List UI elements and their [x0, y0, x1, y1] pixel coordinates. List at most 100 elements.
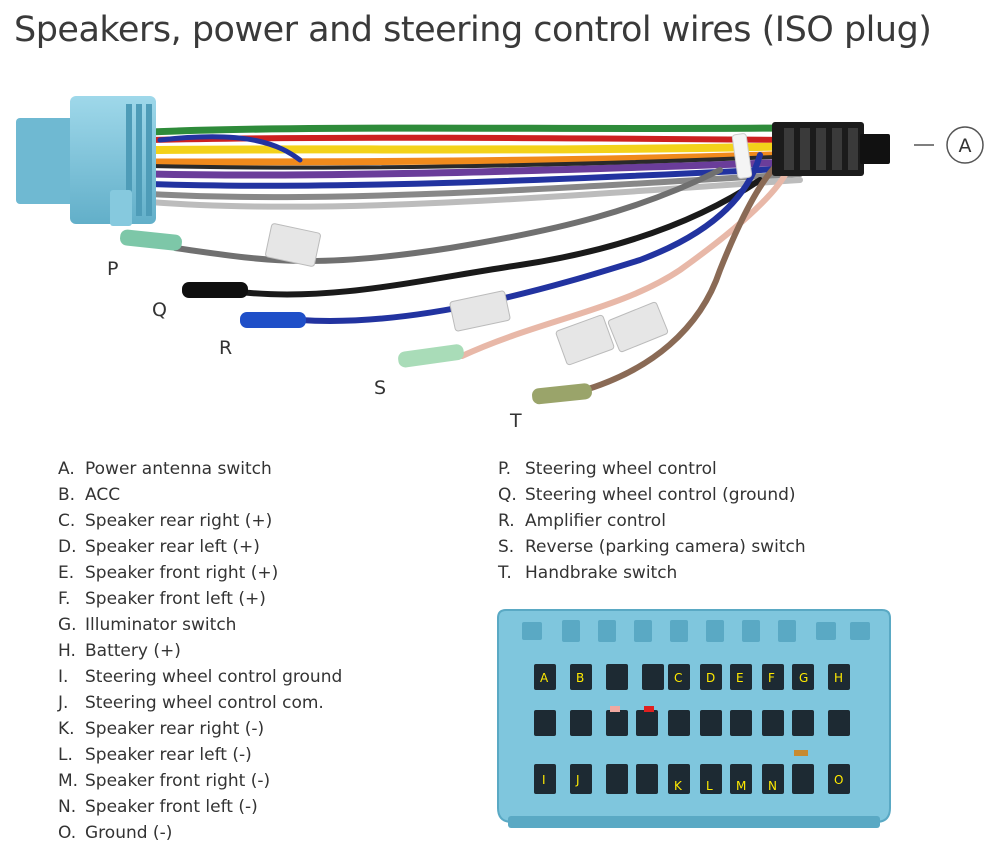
wire-end-s — [398, 344, 464, 368]
pin-label-g: G — [799, 671, 808, 685]
wire-end-t — [532, 383, 592, 405]
legend-key: I. — [58, 667, 69, 687]
legend-text: Speaker front right (-) — [85, 771, 271, 791]
legend-text: Ground (-) — [85, 823, 173, 843]
pin-label-e: E — [736, 671, 744, 685]
legend-key: M. — [58, 771, 79, 791]
legend-item: D. Speaker rear left (+) — [58, 534, 342, 560]
legend-key: H. — [58, 641, 76, 661]
pin-label-c: C — [674, 671, 682, 685]
pin-label-m: M — [736, 779, 746, 793]
legend-left: A. Power antenna switch B. ACC C. Speaker r… — [58, 456, 342, 846]
legend-item: P. Steering wheel control — [498, 456, 806, 482]
legend-item: Q.Steering wheel control (ground) — [498, 482, 806, 508]
legend-item: R.Amplifier control — [498, 508, 806, 534]
legend-text: Speaker front right (+) — [85, 563, 279, 583]
legend-key: L. — [58, 745, 73, 765]
legend-item: K. Speaker rear right (-) — [58, 716, 342, 742]
legend-item: T. Handbrake switch — [498, 560, 806, 586]
pin-insert-orange — [794, 750, 808, 756]
legend-text: Speaker rear right (+) — [85, 511, 273, 531]
page-title: Speakers, power and steering control wir… — [14, 10, 932, 50]
wire-s — [459, 157, 793, 359]
wire-tags — [265, 133, 753, 366]
legend-item: J. Steering wheel control com. — [58, 690, 342, 716]
pin-label-i: I — [542, 773, 546, 787]
legend-text: ACC — [85, 485, 121, 505]
legend-key: J. — [58, 693, 69, 713]
legend-text: Illuminator switch — [85, 615, 237, 635]
callout-a: A — [914, 126, 984, 164]
wire-bundle — [146, 124, 804, 210]
callout-s-label: S — [374, 377, 386, 399]
legend-key: K. — [58, 719, 75, 739]
left-blue-plug — [16, 96, 156, 226]
callout-p-label: P — [107, 258, 118, 280]
callout-r-label: R — [219, 337, 232, 359]
pin-label-o: O — [834, 773, 843, 787]
legend-item: F. Speaker front left (+) — [58, 586, 342, 612]
legend-key: B. — [58, 485, 76, 505]
pin-label-a: A — [540, 671, 549, 685]
pin-insert-pink — [610, 706, 620, 712]
legend-key: P. — [498, 459, 512, 479]
callout-q-label: Q — [152, 299, 167, 321]
legend-text: Speaker rear left (-) — [85, 745, 252, 765]
pin-label-n: N — [768, 779, 777, 793]
legend-key: E. — [58, 563, 75, 583]
legend-key: O. — [58, 823, 77, 843]
legend-item: N.Speaker front left (-) — [58, 794, 342, 820]
legend-key: D. — [58, 537, 77, 557]
pin-label-h: H — [834, 671, 843, 685]
connector-top-tabs — [522, 620, 870, 642]
legend-text: Battery (+) — [85, 641, 181, 661]
legend-text: Speaker front left (-) — [85, 797, 258, 817]
legend-item: A. Power antenna switch — [58, 456, 342, 482]
legend-text: Steering wheel control — [525, 459, 717, 479]
legend-text: Power antenna switch — [85, 459, 272, 479]
wire-end-caps — [120, 229, 592, 405]
branch-wires — [172, 152, 793, 393]
legend-text: Steering wheel control (ground) — [525, 485, 796, 505]
legend-item: H. Battery (+) — [58, 638, 342, 664]
wire-end-r — [240, 312, 306, 328]
legend-item: B. ACC — [58, 482, 342, 508]
callout-t-label: T — [509, 410, 522, 432]
legend-text: Reverse (parking camera) switch — [525, 537, 806, 557]
pin-cavities-middle — [534, 710, 850, 736]
legend-key: F. — [58, 589, 71, 609]
legend-key: C. — [58, 511, 76, 531]
legend-text: Speaker front left (+) — [85, 589, 266, 609]
legend-right: P. Steering wheel control Q.Steering whee… — [498, 456, 806, 586]
wiring-harness-illustration: A P Q R S T — [16, 96, 984, 432]
wire-q — [237, 177, 763, 298]
iso-connector-pinout: A B C D E F G H I J K L M N O — [497, 609, 891, 828]
legend-text: Steering wheel control ground — [85, 667, 343, 687]
pin-insert-red — [644, 706, 654, 712]
legend-text: Steering wheel control com. — [85, 693, 324, 713]
legend-item: O. Ground (-) — [58, 820, 342, 846]
connector-base — [508, 816, 880, 828]
legend-item: E. Speaker front right (+) — [58, 560, 342, 586]
legend-key: S. — [498, 537, 515, 557]
legend-item: S. Reverse (parking camera) switch — [498, 534, 806, 560]
legend-item: L. Speaker rear left (-) — [58, 742, 342, 768]
legend-text: Handbrake switch — [525, 563, 678, 583]
legend-item: I. Steering wheel control ground — [58, 664, 342, 690]
pin-label-f: F — [768, 671, 775, 685]
pin-label-b: B — [576, 671, 584, 685]
legend-item: G.Illuminator switch — [58, 612, 342, 638]
pin-label-k: K — [674, 779, 683, 793]
wire-end-p — [120, 229, 182, 251]
pin-cavities-bottom — [534, 764, 850, 794]
pin-label-l: L — [706, 779, 713, 793]
pin-label-j: J — [575, 773, 580, 787]
wire-p — [172, 167, 723, 264]
legend-text: Speaker rear left (+) — [85, 537, 260, 557]
legend-text: Speaker rear right (-) — [85, 719, 265, 739]
legend-key: A. — [58, 459, 75, 479]
wire-t — [582, 159, 783, 393]
legend-text: Amplifier control — [525, 511, 666, 531]
wire-end-q — [182, 282, 248, 298]
legend-key: T. — [498, 563, 512, 583]
